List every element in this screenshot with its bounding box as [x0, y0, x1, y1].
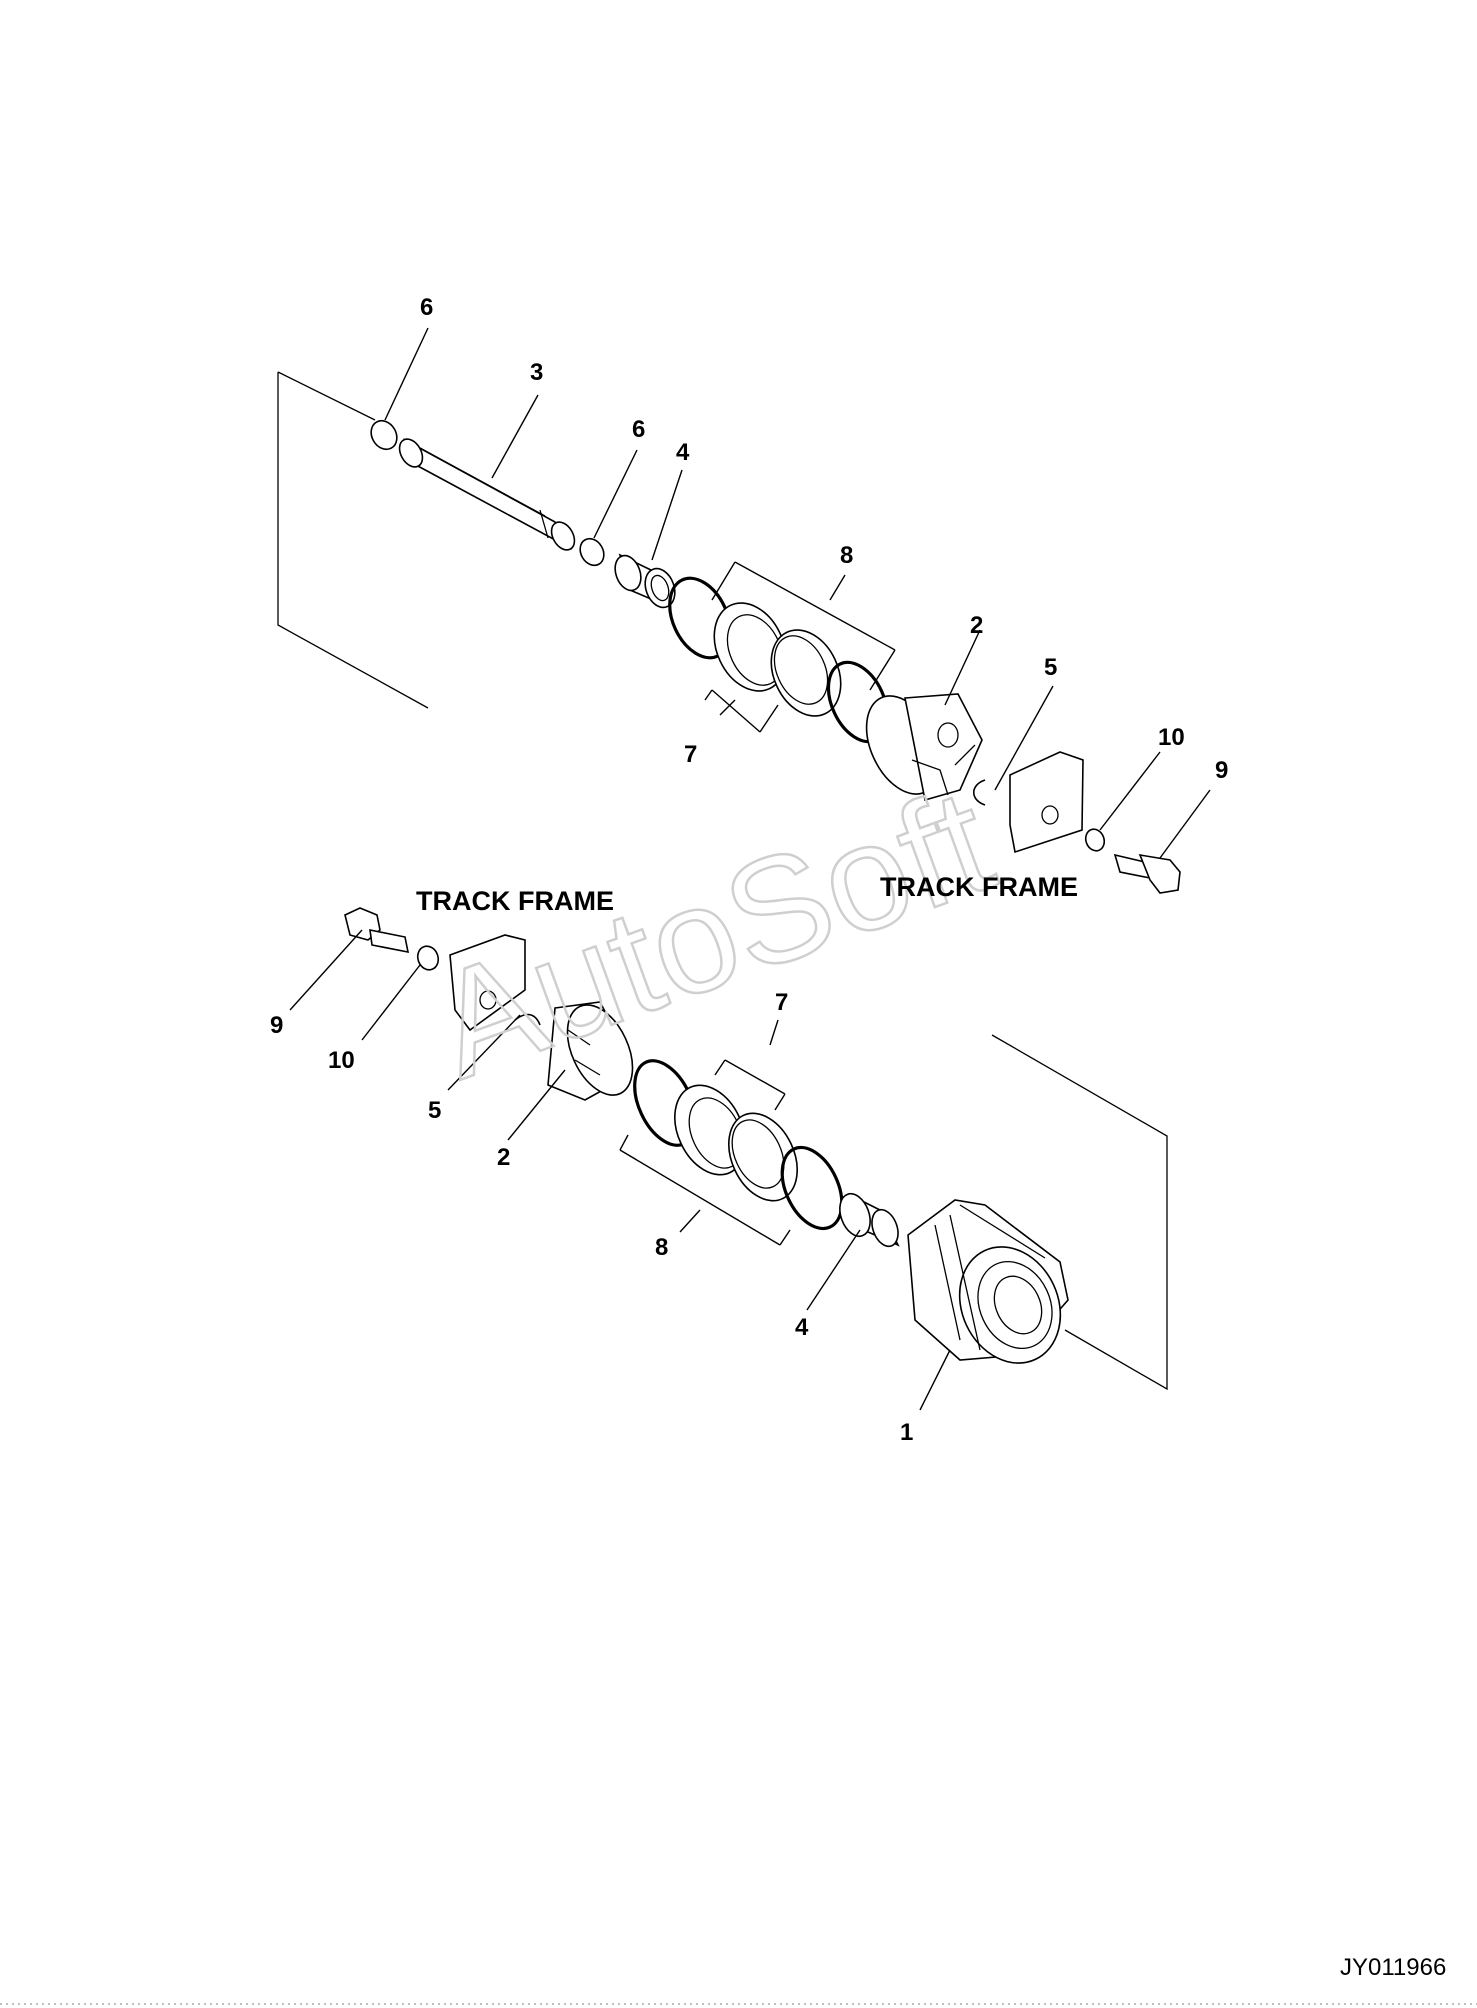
callout-7: 7: [684, 741, 697, 768]
watermark: AutoSoft: [413, 755, 1011, 1110]
part-6-snap-ring-left: [370, 419, 398, 451]
callout-4: 4: [795, 1314, 809, 1341]
o-ring-lower-right: [780, 1145, 844, 1231]
part-4-bushing: [614, 553, 676, 609]
part-7-seal-lower-right: [728, 1112, 798, 1202]
frame-label-lower-left: TRACK FRAME: [416, 886, 614, 916]
drawing-code: JY011966: [1340, 1954, 1446, 1981]
frame-label-upper-right: TRACK FRAME: [880, 872, 1078, 902]
part-6-snap-ring-right: [579, 537, 605, 567]
part-10-washer-lower: [416, 945, 440, 971]
frame-bracket-lower: [991, 1034, 1168, 1391]
bracket-8-upper: [711, 561, 896, 691]
callout-8: 8: [655, 1234, 668, 1261]
frame-bracket-upper: [277, 371, 429, 709]
callout-1: 1: [900, 1419, 913, 1446]
callout-10: 10: [328, 1047, 355, 1074]
bracket-7-upper: [704, 689, 779, 733]
callout-9: 9: [1215, 757, 1228, 784]
part-10-washer-upper: [1084, 828, 1106, 852]
callout-2: 2: [970, 612, 983, 639]
part-3-shaft: [398, 438, 576, 551]
part-9-bolt-upper: [1113, 853, 1181, 894]
part-7-seal-upper-right: [770, 629, 842, 717]
plate-upper: [1009, 751, 1084, 854]
part-5-clip-upper: [972, 779, 986, 806]
bracket-7-lower: [714, 1059, 786, 1111]
bracket-8-lower: [619, 1134, 791, 1246]
callout-6: 6: [632, 416, 645, 443]
part-4-bushing-lower: [839, 1192, 900, 1248]
leader-lines: [289, 327, 1211, 1411]
callout-7: 7: [775, 989, 788, 1016]
callout-5: 5: [428, 1097, 441, 1124]
part-1-roller: [907, 1199, 1069, 1364]
part-2-collar-upper: [865, 693, 983, 802]
callout-8: 8: [840, 542, 853, 569]
callout-5: 5: [1044, 654, 1057, 681]
callout-2: 2: [497, 1144, 510, 1171]
callout-4: 4: [676, 439, 690, 466]
callout-3: 3: [530, 359, 543, 386]
part-9-bolt-lower: [344, 907, 410, 954]
callout-10: 10: [1158, 724, 1185, 751]
plate-lower: [449, 934, 526, 1032]
part-2-collar-lower: [547, 1001, 634, 1101]
callout-6: 6: [420, 294, 433, 321]
callouts: 6 3 6 4 8 7 2 5 10 9 9 10 5 2 7 8 4 1: [270, 294, 1228, 1446]
part-7-seal-lower-left: [674, 1084, 746, 1176]
callout-9: 9: [270, 1012, 283, 1039]
